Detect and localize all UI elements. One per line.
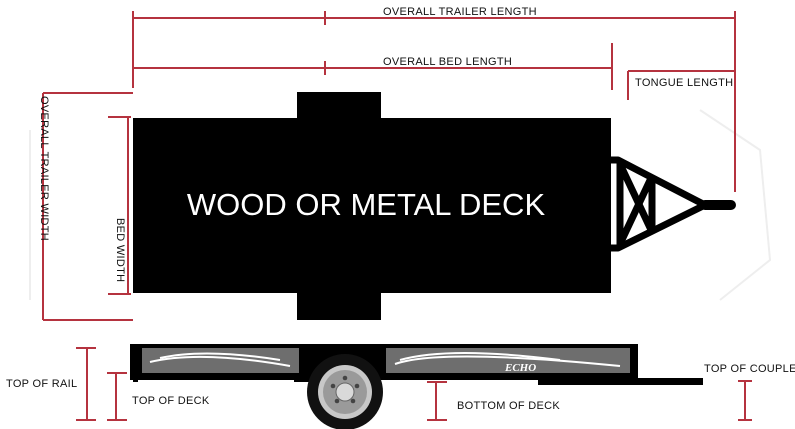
bottom-of-deck-dimension	[427, 381, 447, 421]
trailer-side-view	[130, 344, 703, 385]
side-panel-left	[142, 348, 299, 373]
trailer-wheel-icon	[307, 354, 383, 429]
overall-trailer-width-label: OVERALL TRAILER WIDTH	[38, 96, 50, 241]
overall-trailer-length-dimension	[132, 11, 736, 192]
deck-label: WOOD OR METAL DECK	[187, 187, 546, 222]
trailer-top-view	[133, 92, 736, 320]
side-panel-right	[386, 348, 630, 373]
coupler	[700, 200, 736, 210]
rear-post	[133, 372, 138, 382]
overall-bed-length-dimension	[133, 43, 613, 90]
decorative-swoosh-right	[394, 352, 621, 367]
bed-width-label: BED WIDTH	[114, 218, 126, 282]
overall-trailer-width-dimension	[42, 92, 133, 321]
background-ghost-lines	[29, 109, 772, 301]
overall-bed-length-label: OVERALL BED LENGTH	[383, 56, 512, 68]
front-post	[630, 368, 635, 378]
deck	[133, 118, 611, 293]
top-of-coupler-label: TOP OF COUPLER	[704, 363, 795, 375]
bed-width-dimension	[108, 116, 131, 295]
side-tongue	[538, 378, 703, 385]
top-of-deck-dimension	[107, 372, 127, 421]
tongue-length-label: TONGUE LENGTH	[635, 77, 733, 89]
brand-logo-text: ECHO	[504, 362, 536, 374]
top-of-coupler-dimension	[738, 380, 752, 421]
decorative-swoosh-left	[149, 352, 291, 367]
tongue-a-frame	[611, 156, 709, 252]
tongue-length-dimension	[627, 70, 735, 100]
top-of-deck-label: TOP OF DECK	[132, 395, 210, 407]
top-of-rail-dimension	[76, 347, 96, 421]
top-of-rail-label: TOP OF RAIL	[6, 378, 77, 390]
axle-bracket	[294, 376, 312, 382]
bottom-of-deck-label: BOTTOM OF DECK	[457, 400, 560, 412]
overall-trailer-length-label: OVERALL TRAILER LENGTH	[383, 6, 537, 18]
